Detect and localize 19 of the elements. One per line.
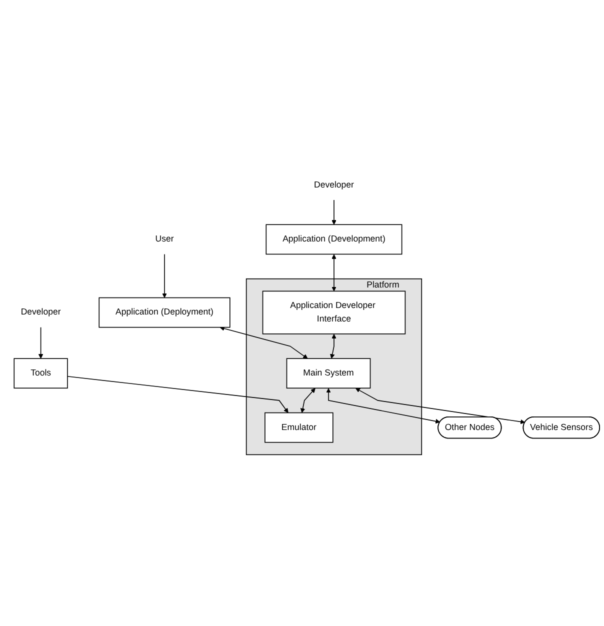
node-text: Developer [20, 308, 61, 318]
arrow [332, 200, 336, 226]
arrow [38, 327, 44, 360]
arrow [332, 254, 336, 292]
node-text: Developer [314, 180, 354, 190]
arrow [162, 254, 167, 298]
node-box: Tools [14, 358, 68, 389]
node-box: Application (Deployment) [98, 298, 230, 328]
arrow [67, 376, 288, 414]
node-text: User [155, 234, 174, 244]
node-box: Emulator [264, 412, 334, 444]
arrow [355, 388, 526, 425]
arrow [330, 334, 336, 360]
node-box: Application (Development) [266, 224, 402, 256]
arrow [300, 388, 316, 414]
node-box: Application Developer Interface [262, 291, 406, 335]
arrow [220, 326, 308, 360]
node-box: Main System [286, 358, 371, 389]
arrow [326, 388, 440, 424]
